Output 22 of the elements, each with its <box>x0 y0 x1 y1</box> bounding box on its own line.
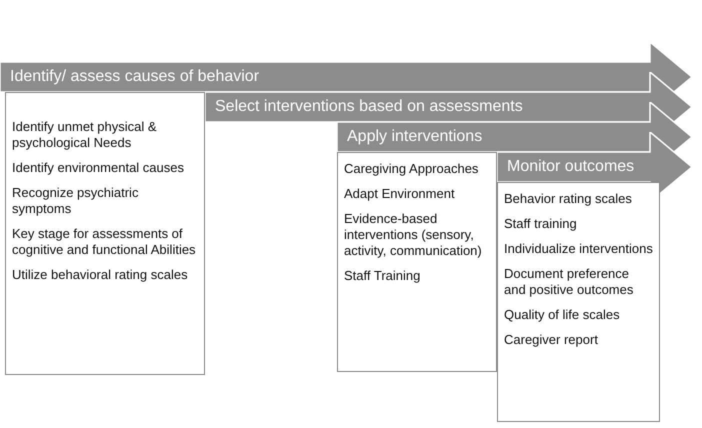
list-panel <box>497 182 660 422</box>
list-item: Caregiver report <box>504 332 599 348</box>
list-panel <box>5 92 205 375</box>
list-item: Caregiving Approaches <box>344 161 480 177</box>
list-item: Document preference and positive outcomes <box>504 266 634 298</box>
list-item: Adapt Environment <box>344 186 456 202</box>
stage-label: Monitor outcomes <box>507 158 634 176</box>
stage-label: Identify/ assess causes of behavior <box>10 68 260 86</box>
stage-label: Select interventions based on assessments <box>215 98 523 116</box>
list-item: Utilize behavioral rating scales <box>12 267 189 283</box>
list-item: Behavior rating scales <box>504 191 633 207</box>
list-item: Staff training <box>504 216 578 232</box>
stage-label: Apply interventions <box>347 128 482 146</box>
list-item: Quality of life scales <box>504 307 621 323</box>
list-item: Staff Training <box>344 268 422 284</box>
list-item: Identify environmental causes <box>12 160 185 176</box>
list-item: Key stage for assessments of cognitive and functional Abilities <box>12 226 197 258</box>
list-item: Individualize interventions <box>504 241 653 257</box>
list-panel <box>337 152 497 372</box>
list-item: Recognize psychiatric symptoms <box>12 185 140 217</box>
list-item: Identify unmet physical & psychological Needs <box>12 119 158 151</box>
list-item: Evidence-based interventions (sensory, activity, communication) <box>344 211 483 259</box>
